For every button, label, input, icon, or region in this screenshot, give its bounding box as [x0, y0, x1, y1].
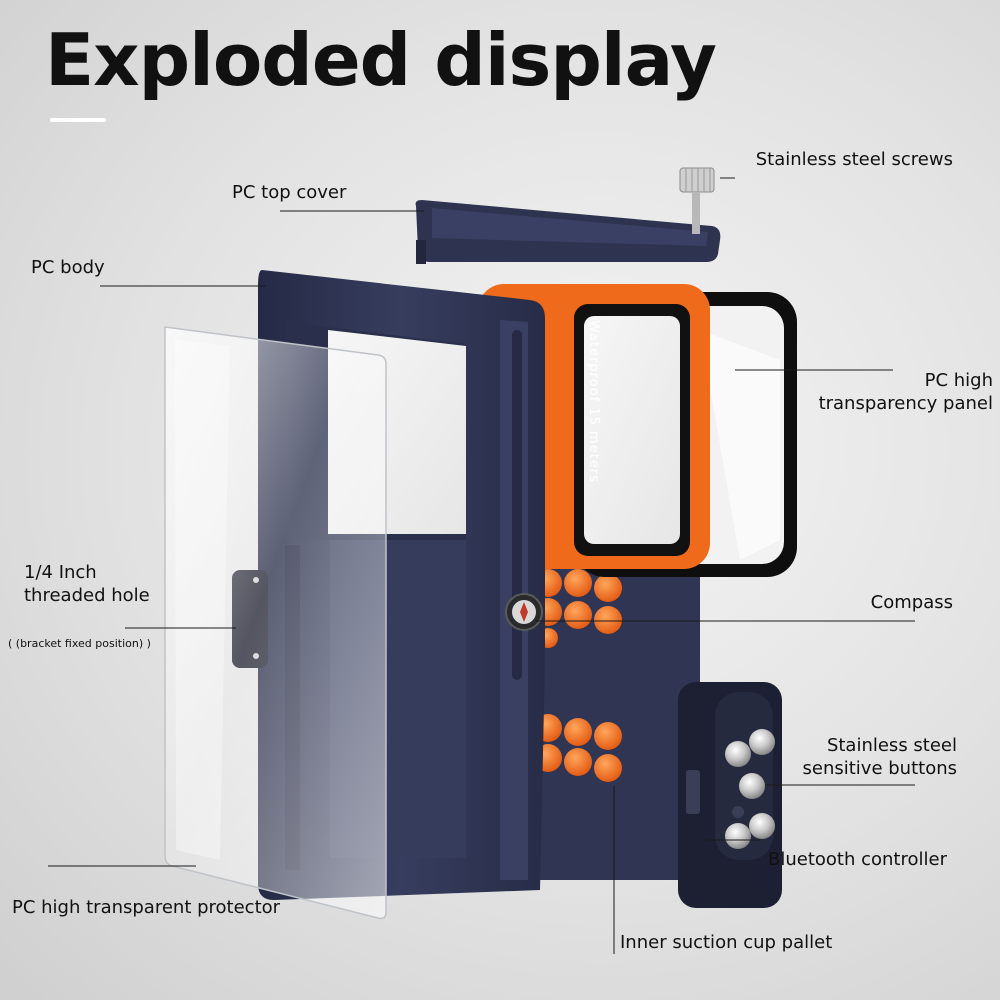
leader-lines: [48, 177, 915, 954]
label-compass: Compass: [870, 592, 953, 613]
suction-cups-bottom: [534, 714, 622, 782]
small-button-icon: [732, 806, 744, 818]
button-icon: [749, 729, 775, 755]
transparent-protector: [164, 326, 387, 920]
label-panel-line1: PC high: [924, 370, 993, 391]
button-icon: [739, 773, 765, 799]
label-pc-body: PC body: [31, 257, 105, 278]
stainless-steel-buttons: [725, 729, 775, 849]
title-underline: [50, 118, 106, 122]
label-hole-line1: 1/4 Inch: [24, 562, 97, 583]
button-icon: [725, 741, 751, 767]
compass-icon: [505, 593, 543, 631]
label-stainless-buttons: Stainless steel sensitive buttons: [760, 734, 958, 780]
label-buttons-line2: sensitive buttons: [802, 758, 958, 779]
label-stainless-steel-screws: Stainless steel screws: [755, 149, 953, 170]
label-pc-top-cover: PC top cover: [232, 182, 347, 203]
label-bluetooth-controller: Bluetooth controller: [768, 849, 947, 870]
button-icon: [749, 813, 775, 839]
label-buttons-line1: Stainless steel: [826, 735, 957, 756]
label-threaded-hole: 1/4 Inch threaded hole: [24, 561, 150, 607]
page-title: Exploded display: [45, 18, 717, 102]
label-suction-pallet: Inner suction cup pallet: [620, 932, 833, 953]
label-hole-line2: threaded hole: [24, 585, 150, 606]
label-transparency-panel: PC high transparency panel: [780, 369, 993, 415]
label-transparent-protector: PC high transparent protector: [12, 897, 281, 918]
gasket-text: Waterproof 15 meters: [586, 320, 601, 483]
stainless-screw: [679, 167, 715, 234]
pc-top-cover: [415, 200, 721, 264]
label-bracket-note: ( (bracket fixed position) ): [8, 637, 151, 650]
label-panel-line2: transparency panel: [818, 393, 993, 414]
button-icon: [725, 823, 751, 849]
bluetooth-controller: [678, 682, 782, 908]
